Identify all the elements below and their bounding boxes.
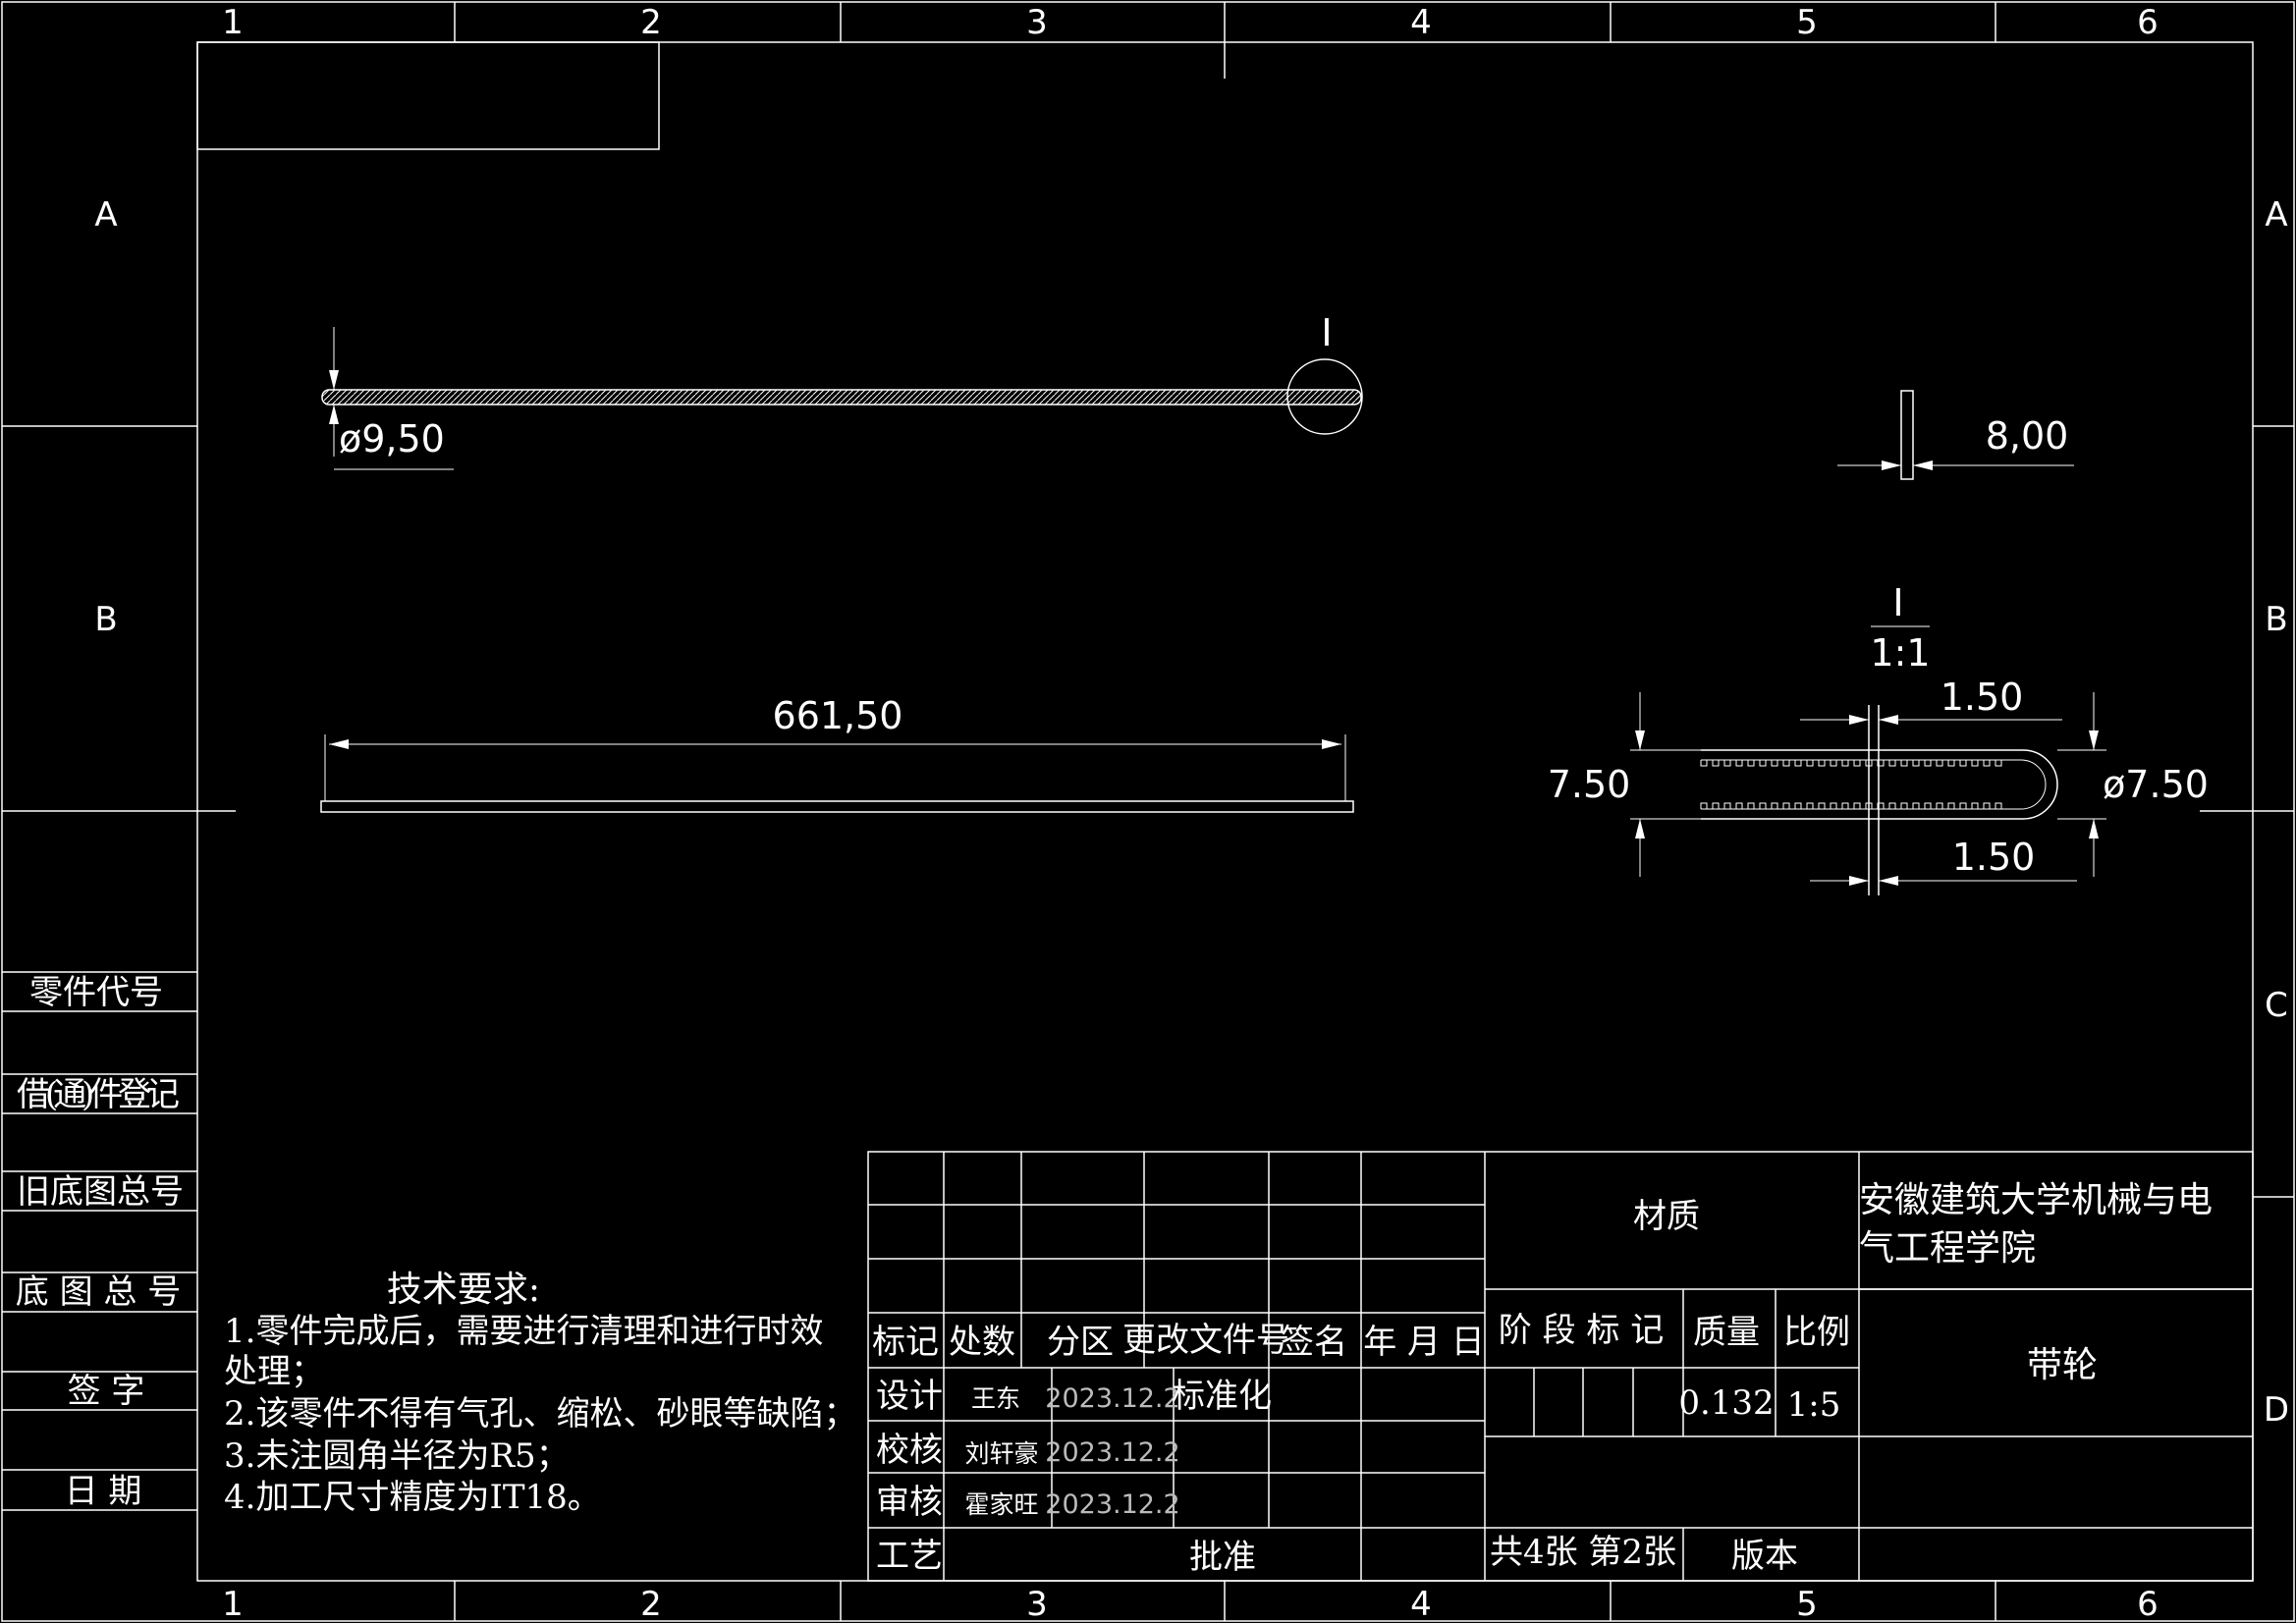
zone-row-right-c: C (2265, 986, 2288, 1025)
length-dimension: 661,50 (773, 694, 903, 737)
belt-top-view (1900, 390, 1914, 480)
left-strip-label-old-drawing-no: 旧底图总号 (17, 1172, 184, 1212)
tech-requirement-line-1: 1.零件完成后，需要进行清理和进行时效 (224, 1312, 823, 1351)
detail-bottom-thickness: 1.50 (1952, 836, 2036, 879)
role-check: 校核 (876, 1431, 943, 1470)
tech-requirement-line-3: 2.该零件不得有气孔、缩松、砂眼等缺陷； (224, 1394, 856, 1434)
left-strip-label-base-drawing-no: 底 图 总 号 (16, 1272, 181, 1312)
scale-label: 比例 (1783, 1313, 1850, 1352)
role-process: 工艺 (876, 1537, 943, 1576)
name-design: 王东 (971, 1384, 1020, 1413)
rev-header-zone: 分区 (1047, 1323, 1114, 1362)
version-label: 版本 (1731, 1537, 1798, 1576)
rev-header-signature: 签名 (1281, 1323, 1347, 1362)
detail-diameter-right: ø7.50 (2103, 763, 2209, 806)
name-check: 刘轩豪 (964, 1439, 1038, 1468)
detail-top-thickness: 1.50 (1941, 676, 2024, 719)
zone-col-top-4: 4 (1410, 3, 1432, 42)
diameter-dimension-lines (329, 327, 454, 470)
zone-row-right-b: B (2265, 600, 2287, 639)
zone-col-bottom-3: 3 (1026, 1585, 1048, 1623)
zone-col-bottom-4: 4 (1410, 1585, 1432, 1623)
role-design: 设计 (876, 1377, 943, 1416)
zone-col-bottom-6: 6 (2137, 1585, 2159, 1623)
stage-mark-label: 阶 段 标 记 (1499, 1311, 1664, 1350)
part-name: 带轮 (2027, 1345, 2098, 1385)
zone-col-bottom-1: 1 (222, 1585, 244, 1623)
zone-col-top-2: 2 (640, 3, 662, 42)
tech-requirement-line-4: 3.未注圆角半径为R5； (224, 1436, 570, 1476)
zone-col-bottom-5: 5 (1796, 1585, 1818, 1623)
date-design: 2023.12.2 (1045, 1383, 1179, 1414)
main-diameter-dimension: ø9,50 (339, 417, 445, 460)
zone-col-top-3: 3 (1026, 3, 1048, 42)
left-strip-label-date: 日 期 (65, 1472, 142, 1511)
date-check: 2023.12.2 (1045, 1437, 1179, 1468)
detail-view-title: I (1892, 581, 1903, 624)
name-review: 霍家旺 (964, 1490, 1038, 1519)
mass-value: 0.132 (1678, 1383, 1774, 1423)
standardization-label: 标准化 (1172, 1377, 1272, 1416)
left-strip-label-signature: 签 字 (68, 1372, 145, 1411)
left-strip-label-part-code: 零件代号 (29, 973, 163, 1012)
left-strip-label-borrow-register: 借(通)件登记 (17, 1075, 180, 1114)
zone-col-bottom-2: 2 (640, 1585, 662, 1623)
zone-col-top-1: 1 (222, 3, 244, 42)
role-review: 审核 (876, 1483, 943, 1522)
scale-value: 1:5 (1787, 1385, 1841, 1425)
zone-row-right-d: D (2264, 1390, 2289, 1430)
detail-height-left: 7.50 (1548, 763, 1631, 806)
rev-header-mark: 标记 (872, 1323, 939, 1362)
title-block-grid (867, 1151, 2254, 1582)
detail-marker-label: I (1321, 311, 1332, 354)
zone-row-right-a: A (2265, 195, 2287, 235)
sheet-info: 共4张 第2张 (1490, 1533, 1676, 1572)
width-dimension: 8,00 (1986, 414, 2069, 458)
tech-requirement-line-5: 4.加工尺寸精度为IT18。 (224, 1478, 601, 1517)
rev-header-change-doc: 更改文件号 (1122, 1321, 1289, 1360)
detail-dimension-lines (1630, 692, 2106, 886)
rev-header-count: 处数 (949, 1323, 1015, 1362)
institution-line-2: 气工程学院 (1859, 1228, 2036, 1269)
mass-label: 质量 (1693, 1313, 1760, 1352)
detail-view-scale: 1:1 (1870, 631, 1930, 675)
length-dimension-lines (324, 734, 1346, 801)
detail-belt-section (1700, 705, 2058, 895)
zone-col-top-6: 6 (2137, 3, 2159, 42)
zone-row-left-a: A (94, 195, 117, 235)
date-review: 2023.12.2 (1045, 1489, 1179, 1520)
zone-row-left-b: B (94, 600, 117, 639)
tech-requirements-title: 技术要求: (387, 1270, 540, 1310)
belt-front-view (321, 358, 1363, 435)
left-strip-table (2, 971, 197, 1511)
material-label: 材质 (1633, 1197, 1700, 1236)
zone-col-top-5: 5 (1796, 3, 1818, 42)
tech-requirement-line-2: 处理； (224, 1352, 324, 1391)
institution-line-1: 安徽建筑大学机械与电 (1859, 1180, 2213, 1220)
detail-circle (1286, 358, 1363, 435)
rev-header-date: 年 月 日 (1363, 1323, 1485, 1362)
belt-side-view (320, 800, 1354, 813)
code-box (196, 41, 660, 150)
approval-label: 批准 (1189, 1538, 1256, 1577)
